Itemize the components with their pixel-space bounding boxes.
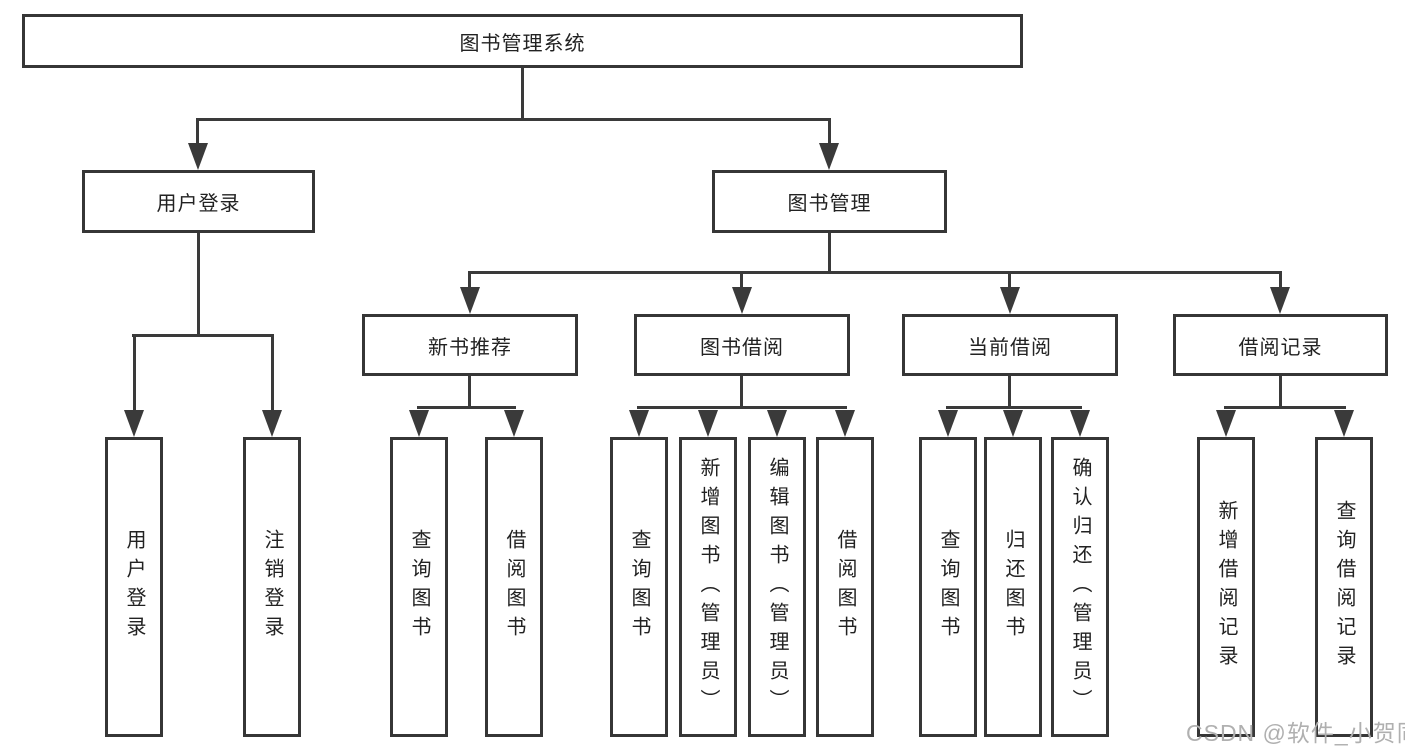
arrow-down-icon (819, 143, 839, 170)
connector-line (946, 406, 1082, 409)
connector-line (468, 271, 1282, 274)
node-book-management-branch: 图书管理 (712, 170, 947, 233)
node-label: 图书借阅 (700, 336, 784, 359)
connector-line (1008, 271, 1011, 291)
arrow-down-icon (938, 410, 958, 437)
connector-line (1008, 376, 1011, 409)
arrow-down-icon (1334, 410, 1354, 437)
connector-line (521, 68, 524, 120)
connector-line (271, 334, 274, 413)
node-label: 借阅图书 (503, 529, 525, 645)
leaf-query-books-recommend: 查询图书 (390, 437, 448, 737)
node-label: 确认归还（管理员） (1069, 456, 1091, 718)
node-label: 查询图书 (628, 529, 650, 645)
connector-line (196, 118, 199, 146)
arrow-down-icon (698, 410, 718, 437)
connector-line (1279, 376, 1282, 409)
leaf-borrow-books-recommend: 借阅图书 (485, 437, 543, 737)
connector-line (468, 271, 471, 291)
arrow-down-icon (409, 410, 429, 437)
arrow-down-icon (1003, 410, 1023, 437)
arrow-down-icon (1070, 410, 1090, 437)
node-label: 查询图书 (937, 529, 959, 645)
node-label: 图书管理 (787, 193, 872, 215)
leaf-query-books-borrowing: 查询图书 (610, 437, 668, 737)
leaf-logout: 注销登录 (243, 437, 301, 737)
node-borrowing-records: 借阅记录 (1173, 314, 1388, 376)
leaf-add-borrow-record: 新增借阅记录 (1197, 437, 1255, 737)
connector-line (828, 118, 831, 146)
connector-line (468, 376, 471, 409)
connector-line (197, 233, 200, 337)
connector-line (740, 376, 743, 409)
node-label: 新增图书（管理员） (697, 456, 719, 718)
node-label: 归还图书 (1002, 529, 1024, 645)
node-label: 注销登录 (261, 529, 283, 645)
connector-line (196, 118, 831, 121)
node-label: 用户登录 (123, 529, 145, 645)
node-label: 新书推荐 (428, 336, 512, 359)
node-label: 新增借阅记录 (1215, 500, 1237, 674)
node-user-login-branch: 用户登录 (82, 170, 315, 233)
arrow-down-icon (629, 410, 649, 437)
leaf-return-books: 归还图书 (984, 437, 1042, 737)
node-label: 借阅图书 (834, 529, 856, 645)
node-label: 当前借阅 (968, 336, 1052, 359)
arrow-down-icon (504, 410, 524, 437)
connector-line (1279, 271, 1282, 291)
connector-line (133, 334, 136, 413)
node-label: 编辑图书（管理员） (766, 456, 788, 718)
node-current-borrowing: 当前借阅 (902, 314, 1118, 376)
connector-line (637, 406, 847, 409)
arrow-down-icon (732, 287, 752, 314)
leaf-user-login: 用户登录 (105, 437, 163, 737)
node-label: 借阅记录 (1238, 336, 1323, 359)
leaf-borrow-books: 借阅图书 (816, 437, 874, 737)
arrow-down-icon (188, 143, 208, 170)
node-label: 查询借阅记录 (1333, 500, 1355, 674)
csdn-watermark: CSDN @软件_小贺同学 (1186, 720, 1405, 746)
node-new-book-recommendation: 新书推荐 (362, 314, 578, 376)
node-book-borrowing: 图书借阅 (634, 314, 850, 376)
connector-line (132, 334, 274, 337)
node-label: 查询图书 (408, 529, 430, 645)
node-label: 图书管理系统 (459, 32, 586, 55)
leaf-query-books-current: 查询图书 (919, 437, 977, 737)
connector-line (828, 233, 831, 274)
arrow-down-icon (1270, 287, 1290, 314)
leaf-add-books-admin: 新增图书（管理员） (679, 437, 737, 737)
arrow-down-icon (262, 410, 282, 437)
node-library-management-system: 图书管理系统 (22, 14, 1023, 68)
arrow-down-icon (124, 410, 144, 437)
node-label: 用户登录 (156, 193, 241, 215)
arrow-down-icon (1216, 410, 1236, 437)
connector-line (417, 406, 516, 409)
leaf-confirm-return-admin: 确认归还（管理员） (1051, 437, 1109, 737)
leaf-query-borrow-record: 查询借阅记录 (1315, 437, 1373, 737)
connector-line (740, 271, 743, 291)
arrow-down-icon (1000, 287, 1020, 314)
connector-line (1224, 406, 1346, 409)
arrow-down-icon (835, 410, 855, 437)
arrow-down-icon (460, 287, 480, 314)
arrow-down-icon (767, 410, 787, 437)
leaf-edit-books-admin: 编辑图书（管理员） (748, 437, 806, 737)
